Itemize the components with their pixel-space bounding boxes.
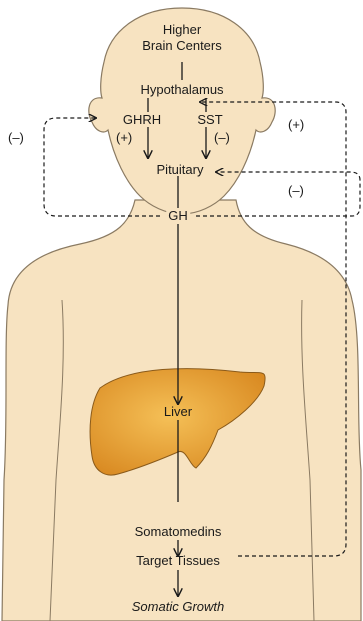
label-somatic-growth: Somatic Growth — [132, 599, 224, 614]
label-sst: SST — [197, 112, 222, 127]
label-somatomedins: Somatomedins — [133, 524, 224, 539]
sign-negative-ghrh-feedback: (–) — [8, 130, 24, 145]
sign-positive-somatomedin-feedback: (+) — [288, 117, 304, 132]
label-pituitary: Pituitary — [157, 162, 204, 177]
label-higher: Higher — [163, 22, 201, 37]
sign-positive-ghrh: (+) — [116, 130, 132, 145]
label-gh: GH — [166, 208, 190, 223]
label-target-tissues: Target Tissues — [136, 553, 220, 568]
label-brain-centers: Brain Centers — [142, 38, 221, 53]
label-ghrh: GHRH — [123, 112, 161, 127]
label-liver: Liver — [164, 404, 192, 419]
sign-negative-gh-feedback: (–) — [288, 183, 304, 198]
sign-negative-sst: (–) — [214, 130, 230, 145]
label-hypothalamus: Hypothalamus — [140, 82, 223, 97]
